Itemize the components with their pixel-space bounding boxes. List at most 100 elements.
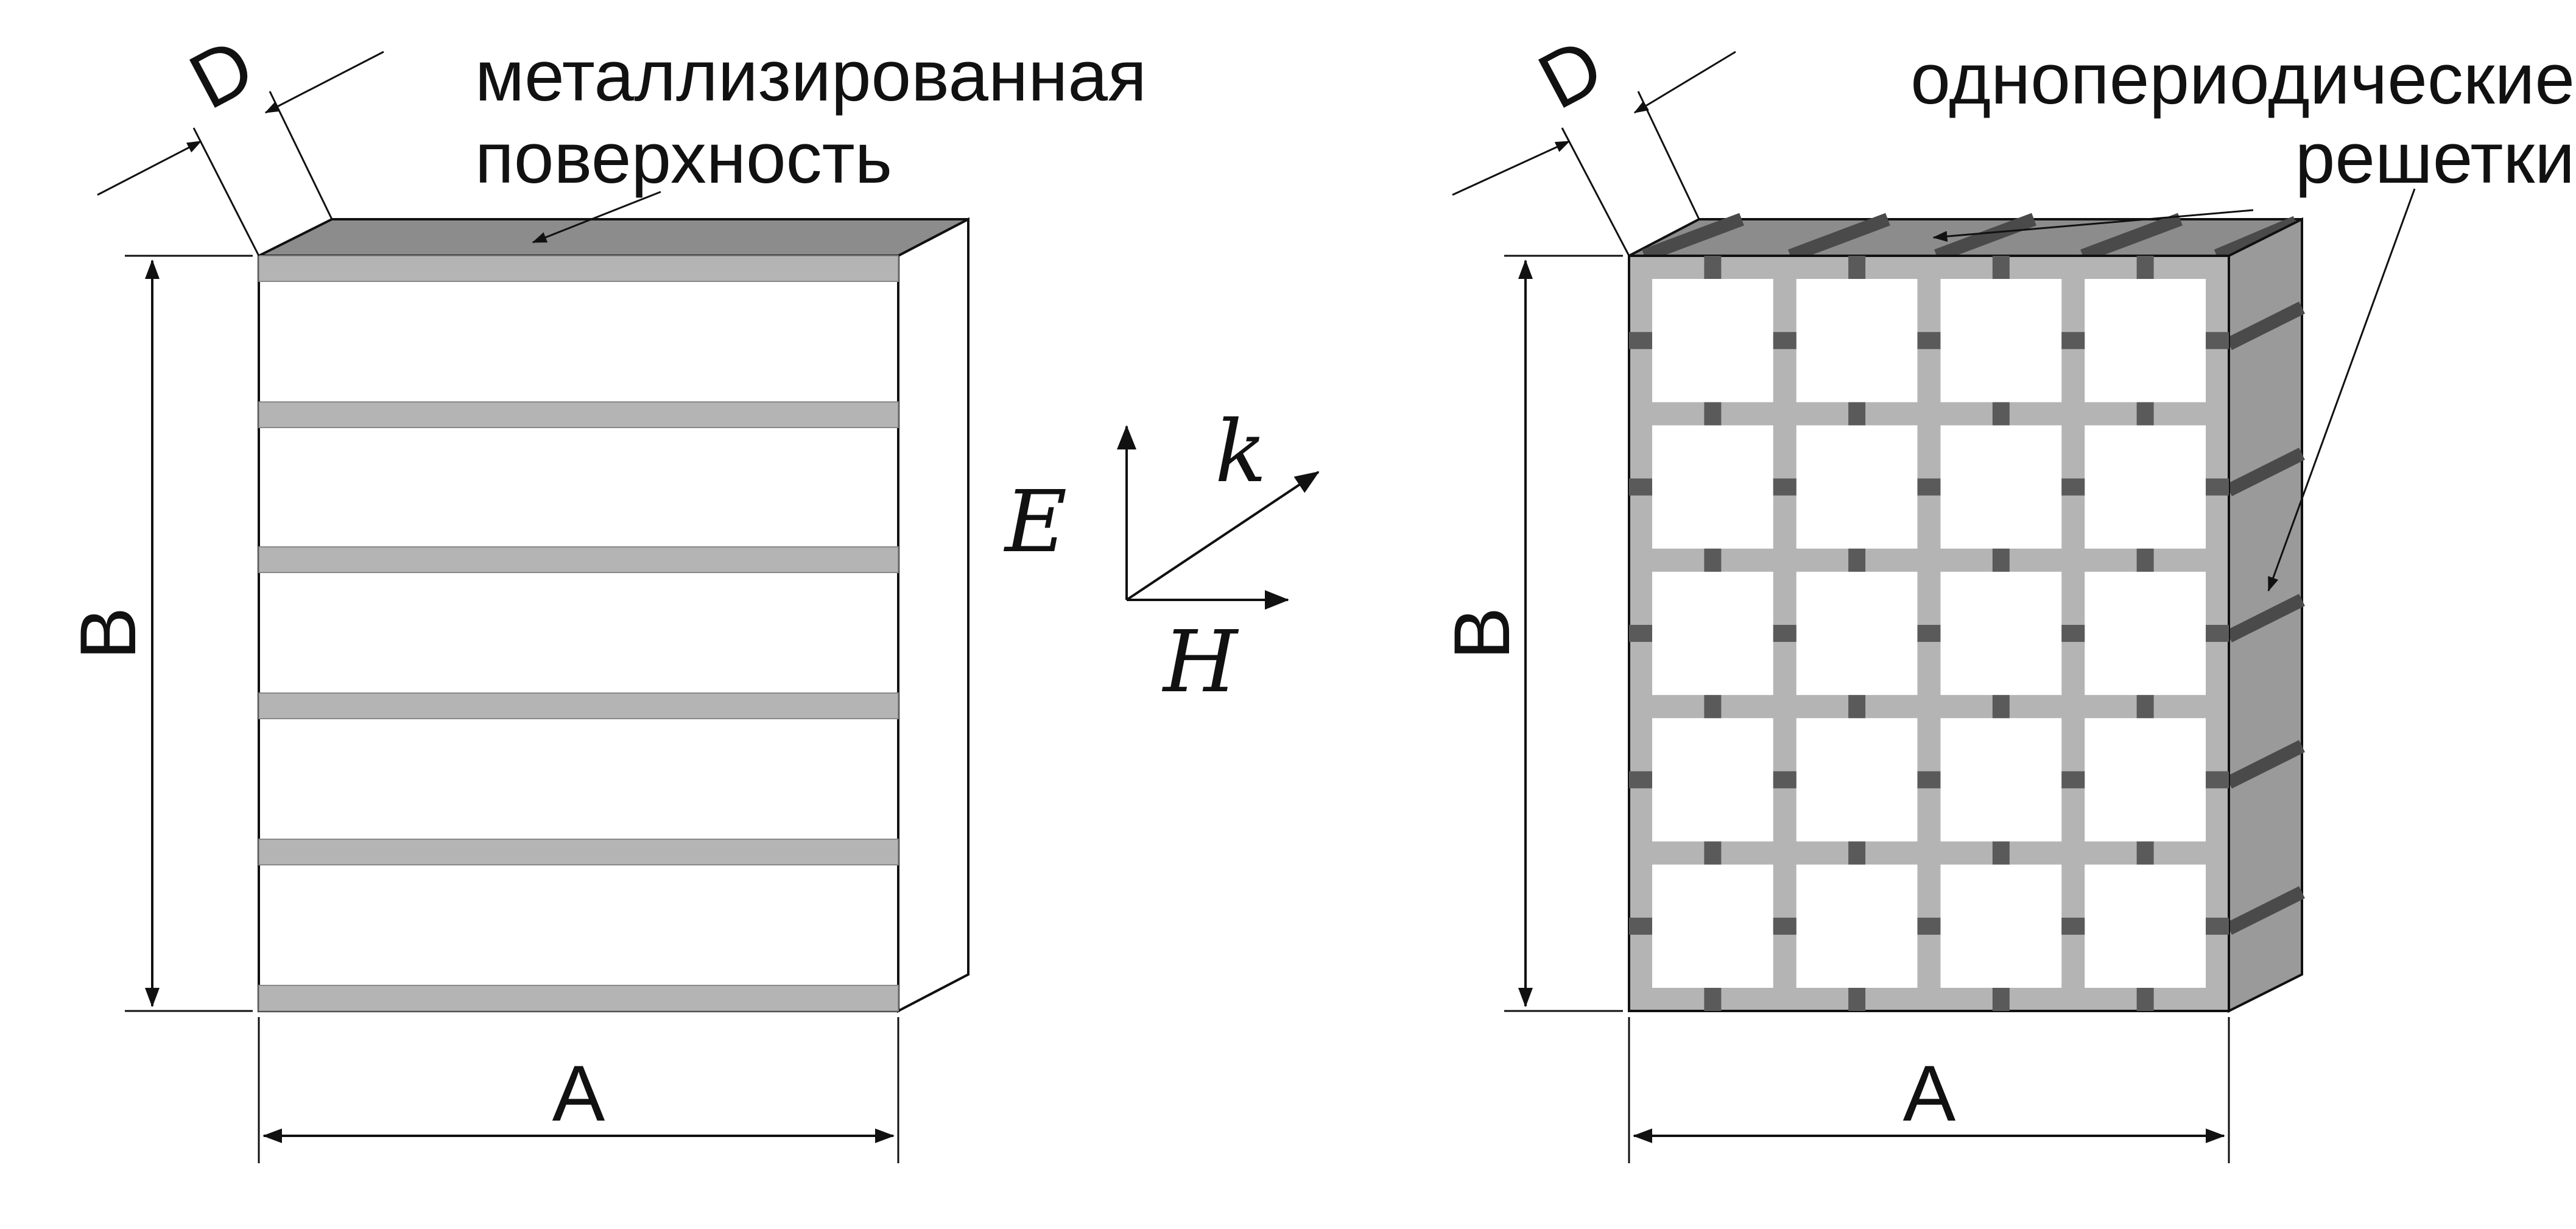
grating-crossing: [1773, 917, 1797, 935]
metallized-surface-label-line2: поверхность: [475, 118, 892, 199]
h-field-label: H: [1161, 613, 1239, 712]
grating-crossing: [1992, 548, 2010, 572]
field-axes: E H k: [1003, 403, 1320, 712]
grating-crossing: [1704, 841, 1722, 865]
grid-window: [1940, 718, 2062, 842]
grating-crossing: [1848, 402, 1866, 426]
grating-crossing: [1848, 988, 1866, 1011]
grating-crossing: [2206, 771, 2229, 789]
right-dimension-b: B: [1437, 255, 1623, 1012]
left-dim-d-label: D: [175, 21, 267, 126]
grating-crossing: [2061, 771, 2085, 789]
grating-crossing: [1773, 332, 1797, 350]
metal-strip: [258, 839, 899, 865]
grating-crossing: [2206, 332, 2229, 350]
grating-crossing: [1992, 695, 2010, 719]
grating-crossing: [2136, 402, 2154, 426]
grating-crossing: [1992, 841, 2010, 865]
grating-crossing: [2206, 478, 2229, 496]
grating-crossing: [2136, 695, 2154, 719]
metal-strip: [258, 985, 899, 1012]
right-grid-windows: [1652, 279, 2206, 988]
right-dimension-d: D: [1452, 21, 1736, 256]
k-vector-arrow: [1125, 471, 1320, 601]
e-field-label: E: [1003, 473, 1067, 572]
right-dimension-a: A: [1628, 1017, 2230, 1163]
grating-crossing: [1629, 478, 1652, 496]
grid-window: [1940, 864, 2062, 988]
grid-window: [1796, 571, 1918, 695]
grating-crossing: [2136, 256, 2154, 279]
grating-crossing: [1773, 625, 1797, 642]
grating-crossing: [1917, 332, 1941, 350]
grating-crossing: [1704, 695, 1722, 719]
grid-window: [1652, 718, 1773, 842]
left-dimension-a: A: [258, 1017, 899, 1163]
left-top-face: [258, 218, 969, 257]
left-side-face: [897, 217, 970, 1013]
grid-window: [1796, 425, 1918, 549]
grating-crossing: [1773, 478, 1797, 496]
grating-crossing: [1917, 625, 1941, 642]
right-top-grating: [1642, 213, 2299, 262]
grating-crossing: [2136, 841, 2154, 865]
grid-window: [2085, 571, 2206, 695]
grating-crossing: [1773, 771, 1797, 789]
metal-strip: [258, 692, 899, 719]
grid-window: [1652, 571, 1773, 695]
grating-crossing: [1629, 332, 1652, 350]
left-dim-a-label: A: [552, 1049, 605, 1138]
grating-crossing: [1992, 402, 2010, 426]
grating-crossing: [1848, 841, 1866, 865]
grid-window: [1796, 864, 1918, 988]
grating-crossing: [1629, 625, 1652, 642]
grating-crossing: [1848, 548, 1866, 572]
grating-crossing: [1992, 256, 2010, 279]
right-block: D B A однопериодические решетки: [1437, 21, 2575, 1163]
metal-strip: [258, 401, 899, 428]
grating-crossing: [1917, 771, 1941, 789]
grating-crossing: [2136, 548, 2154, 572]
left-block: D B A металлизированная поверхность: [63, 21, 1147, 1163]
right-dim-a-label: A: [1903, 1049, 1956, 1138]
grating-crossing: [1848, 695, 1866, 719]
grating-crossing: [2206, 625, 2229, 642]
grating-crossing: [2061, 332, 2085, 350]
grating-crossing: [2061, 917, 2085, 935]
grating-crossing: [1704, 988, 1722, 1011]
left-dimension-b: B: [63, 255, 253, 1012]
metallized-surface-label-line1: металлизированная: [475, 36, 1147, 116]
gratings-pointer-side: [2267, 188, 2416, 592]
grating-crossing: [1629, 771, 1652, 789]
grating-crossing: [1917, 917, 1941, 935]
grating-crossing: [1992, 988, 2010, 1011]
grid-window: [1940, 571, 2062, 695]
grating-crossing: [1848, 256, 1866, 279]
grid-window: [1940, 425, 2062, 549]
grid-window: [2085, 718, 2206, 842]
right-grid-crossings: [1629, 256, 2229, 1011]
gratings-label-line2: решетки: [2295, 118, 2575, 199]
metal-strip: [258, 255, 899, 282]
grid-window: [2085, 864, 2206, 988]
metallized-surface-pointer: [532, 191, 661, 244]
grid-window: [1652, 279, 1773, 403]
grid-window: [1652, 425, 1773, 549]
grid-window: [1796, 718, 1918, 842]
grating-crossing: [2136, 988, 2154, 1011]
gratings-label-line1: однопериодические: [1910, 39, 2575, 119]
grid-window: [1652, 864, 1773, 988]
grid-window: [2085, 279, 2206, 403]
grating-crossing: [1704, 402, 1722, 426]
grating-crossing: [2061, 625, 2085, 642]
grating-crossing: [1704, 256, 1722, 279]
metal-strip: [258, 546, 899, 573]
grating-crossing: [1917, 478, 1941, 496]
grid-window: [2085, 425, 2206, 549]
grating-crossing: [1629, 917, 1652, 935]
grating-crossing: [2206, 917, 2229, 935]
grid-window: [1796, 279, 1918, 403]
right-dim-b-label: B: [1437, 607, 1526, 660]
grating-crossing: [1704, 548, 1722, 572]
